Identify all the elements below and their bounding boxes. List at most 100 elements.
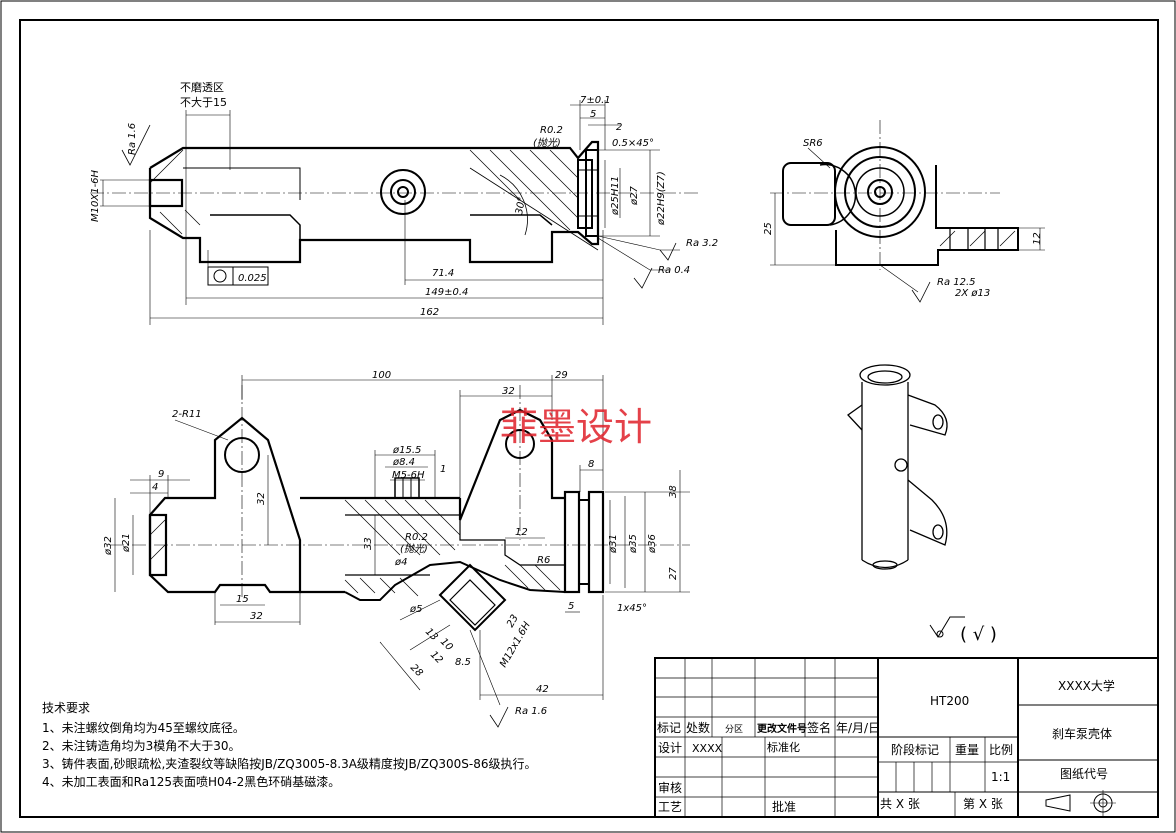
date-label: 年/月/日 [836,721,880,735]
surface-finish-symbol [929,616,965,638]
fv-dim-28: 28 [408,662,425,679]
weight-label: 重量 [955,743,979,757]
note-item-3: 3、铸件表面,砂眼疏松,夹渣裂纹等缺陷按JB/ZQ3005-8.3A级精度按JB… [42,756,537,771]
fv-thread-m5: M5-6H [392,470,425,481]
dia-25: ø25H11 [610,176,621,216]
fv-dim-10: 10 [438,636,455,653]
fv-dim-9: 9 [158,469,164,480]
side-roughness: Ra 12.5 [937,277,976,288]
drawing-code-label: 图纸代号 [1060,767,1108,781]
roughness-label-2: Ra 3.2 [686,238,718,249]
fv-radius-6: R6 [537,555,550,566]
fv-dia-5: ø5 [409,604,422,615]
dim-162: 162 [420,307,439,318]
sphere-radius: SR6 [803,138,823,149]
process-label: 工艺 [658,800,682,814]
chamfer-label: 0.5×45° [612,138,654,149]
top-view [90,100,700,325]
fv-roughness: Ra 1.6 [515,706,547,717]
school-name: XXXX大学 [1058,678,1115,693]
side-holes: 2X ø13 [955,288,990,299]
approve-label: 批准 [772,799,796,814]
standard-label: 标准化 [767,740,800,754]
scale-value: 1:1 [991,770,1010,784]
notes-title: 技术要求 [42,701,90,715]
fv-dim-4: 4 [152,482,158,493]
fv-dia-36: ø36 [647,534,658,554]
dim-5: 5 [590,109,596,120]
scale-label: 比例 [989,743,1013,757]
zone-label: 分区 [725,724,743,735]
radius-label: R0.2 [540,125,563,136]
note-item-2: 2、未注铸造角均为3模角不大于30。 [42,738,241,753]
fv-dim-32-bottom: 32 [250,611,263,622]
fv-dim-5: 5 [568,601,574,612]
side-view-labels: SR6 25 12 Ra 12.5 2X ø13 [763,138,1043,299]
count-label: 处数 [686,720,710,735]
sign-label: 签名 [807,720,831,735]
fv-dia-8-4: ø8.4 [392,457,415,468]
sheet-number: 第 X 张 [963,797,1003,811]
note-item-4: 4、未加工表面和Ra125表面喷H04-2黑色环硝基磁漆。 [42,774,340,789]
fv-dim-100: 100 [372,370,391,381]
dim-2: 2 [616,122,622,133]
dim-7: 7±0.1 [580,95,611,106]
fv-dim-27: 27 [668,567,679,580]
side-dim-12: 12 [1032,232,1043,245]
grinding-zone-label: 不磨透区 [180,81,224,94]
fv-dim-12: 12 [515,527,528,538]
side-view [770,120,1045,303]
fv-dim-38: 38 [668,485,679,498]
fv-dia-32: ø32 [103,536,114,556]
designer-name: XXXX [692,742,723,755]
technical-notes: 技术要求 1、未注螺纹倒角均为45至螺纹底径。 2、未注铸造角均为3模角不大于3… [42,701,537,789]
material: HT200 [930,694,969,708]
fv-dia-15-5: ø15.5 [392,445,421,456]
design-label: 设计 [658,741,682,755]
note-item-1: 1、未注螺纹倒角均为45至螺纹底径。 [42,720,245,735]
check-label: 审核 [658,780,682,795]
fv-dim-8: 8 [588,459,594,470]
fv-dim-8-5: 8.5 [455,657,471,668]
title-block-text: HT200 XXXX大学 刹车泵壳体 图纸代号 标记 处数 分区 更改文件号 签… [657,678,1115,814]
fv-dia-4: ø4 [394,557,407,568]
fv-polish: (抛光) [400,543,428,555]
dia-27: ø27 [629,186,640,206]
dim-71-4: 71.4 [432,268,454,279]
tolerance-value: 0.025 [238,273,267,284]
fv-dim-32-vert: 32 [256,492,267,505]
fv-dim-29: 29 [555,370,568,381]
fv-dim-1: 1 [440,464,446,475]
inner-border [19,19,1159,818]
fv-radius: 2-R11 [172,409,202,420]
fv-dim-15: 15 [236,594,249,605]
fv-dim-42: 42 [536,684,549,695]
surface-finish-note: ( √ ) [960,624,997,645]
fv-dim-12b: 12 [428,649,445,666]
grinding-zone-limit: 不大于15 [180,95,227,109]
isometric-view [847,364,948,570]
roughness-label-1: Ra 1.6 [127,123,138,155]
change-doc-label: 更改文件号 [757,722,807,735]
roughness-label-3: Ra 0.4 [658,265,690,276]
fv-dia-35: ø35 [628,534,639,554]
title-block [654,657,1159,818]
mark-label: 标记 [657,721,681,735]
sheets-total: 共 X 张 [880,797,920,811]
fv-dia-21: ø21 [121,533,132,553]
dia-22: ø22H9(Z7) [656,171,667,226]
watermark-text: 菲墨设计 [500,405,652,449]
stage-mark-label: 阶段标记 [891,742,939,757]
part-name: 刹车泵壳体 [1052,726,1112,741]
angle-30: 30° [514,196,528,215]
fv-dia-31: ø31 [608,534,619,554]
fv-dim-33: 33 [363,537,374,550]
polish-label: (抛光) [533,137,561,149]
fv-dim-32-top: 32 [502,386,515,397]
thread-label: M10X1-6H [90,169,101,222]
front-view [110,375,690,728]
fv-chamfer: 1x45° [617,603,647,614]
